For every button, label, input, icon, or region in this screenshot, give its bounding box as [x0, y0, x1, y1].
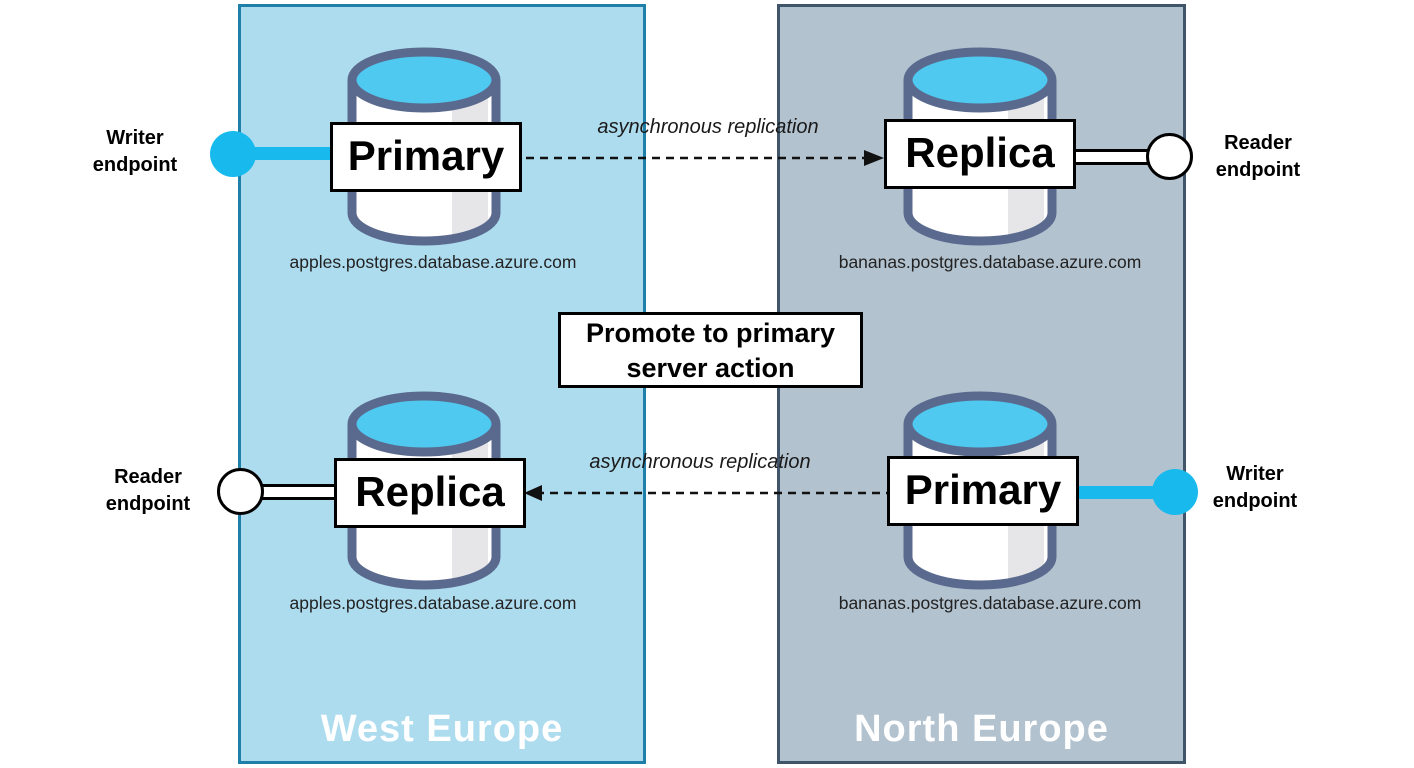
writer-endpoint-label: Writer endpoint — [1212, 463, 1298, 512]
server-hostname: bananas.postgres.database.azure.com — [838, 252, 1142, 272]
promote-action-box: Promote to primary server action — [558, 312, 863, 388]
node-role-primary: Primary — [887, 456, 1079, 526]
async-replication-arrow-left-icon — [524, 485, 894, 501]
writer-endpoint-icon — [1152, 469, 1198, 515]
writer-endpoint-connector — [1071, 486, 1175, 499]
region-west-europe-label: West Europe — [320, 708, 564, 750]
node-role-replica: Replica — [884, 119, 1076, 189]
promote-action-label: Promote to primary server action — [585, 317, 836, 383]
reader-endpoint-label: Reader endpoint — [105, 466, 191, 515]
writer-endpoint-icon — [210, 131, 256, 177]
node-role-replica: Replica — [334, 458, 526, 528]
server-hostname: apples.postgres.database.azure.com — [289, 593, 577, 613]
writer-endpoint-connector — [233, 147, 333, 160]
reader-endpoint-icon — [217, 468, 264, 515]
server-hostname: apples.postgres.database.azure.com — [289, 252, 577, 272]
reader-endpoint-icon — [1146, 133, 1193, 180]
async-replication-label: asynchronous replication — [597, 116, 819, 138]
async-replication-arrow-right-icon — [526, 150, 884, 166]
async-replication-label: asynchronous replication — [589, 451, 811, 473]
server-hostname: bananas.postgres.database.azure.com — [838, 593, 1142, 613]
reader-endpoint-label: Reader endpoint — [1215, 132, 1301, 181]
writer-endpoint-label: Writer endpoint — [92, 127, 178, 176]
node-role-primary: Primary — [330, 122, 522, 192]
region-north-europe-label: North Europe — [854, 708, 1109, 750]
